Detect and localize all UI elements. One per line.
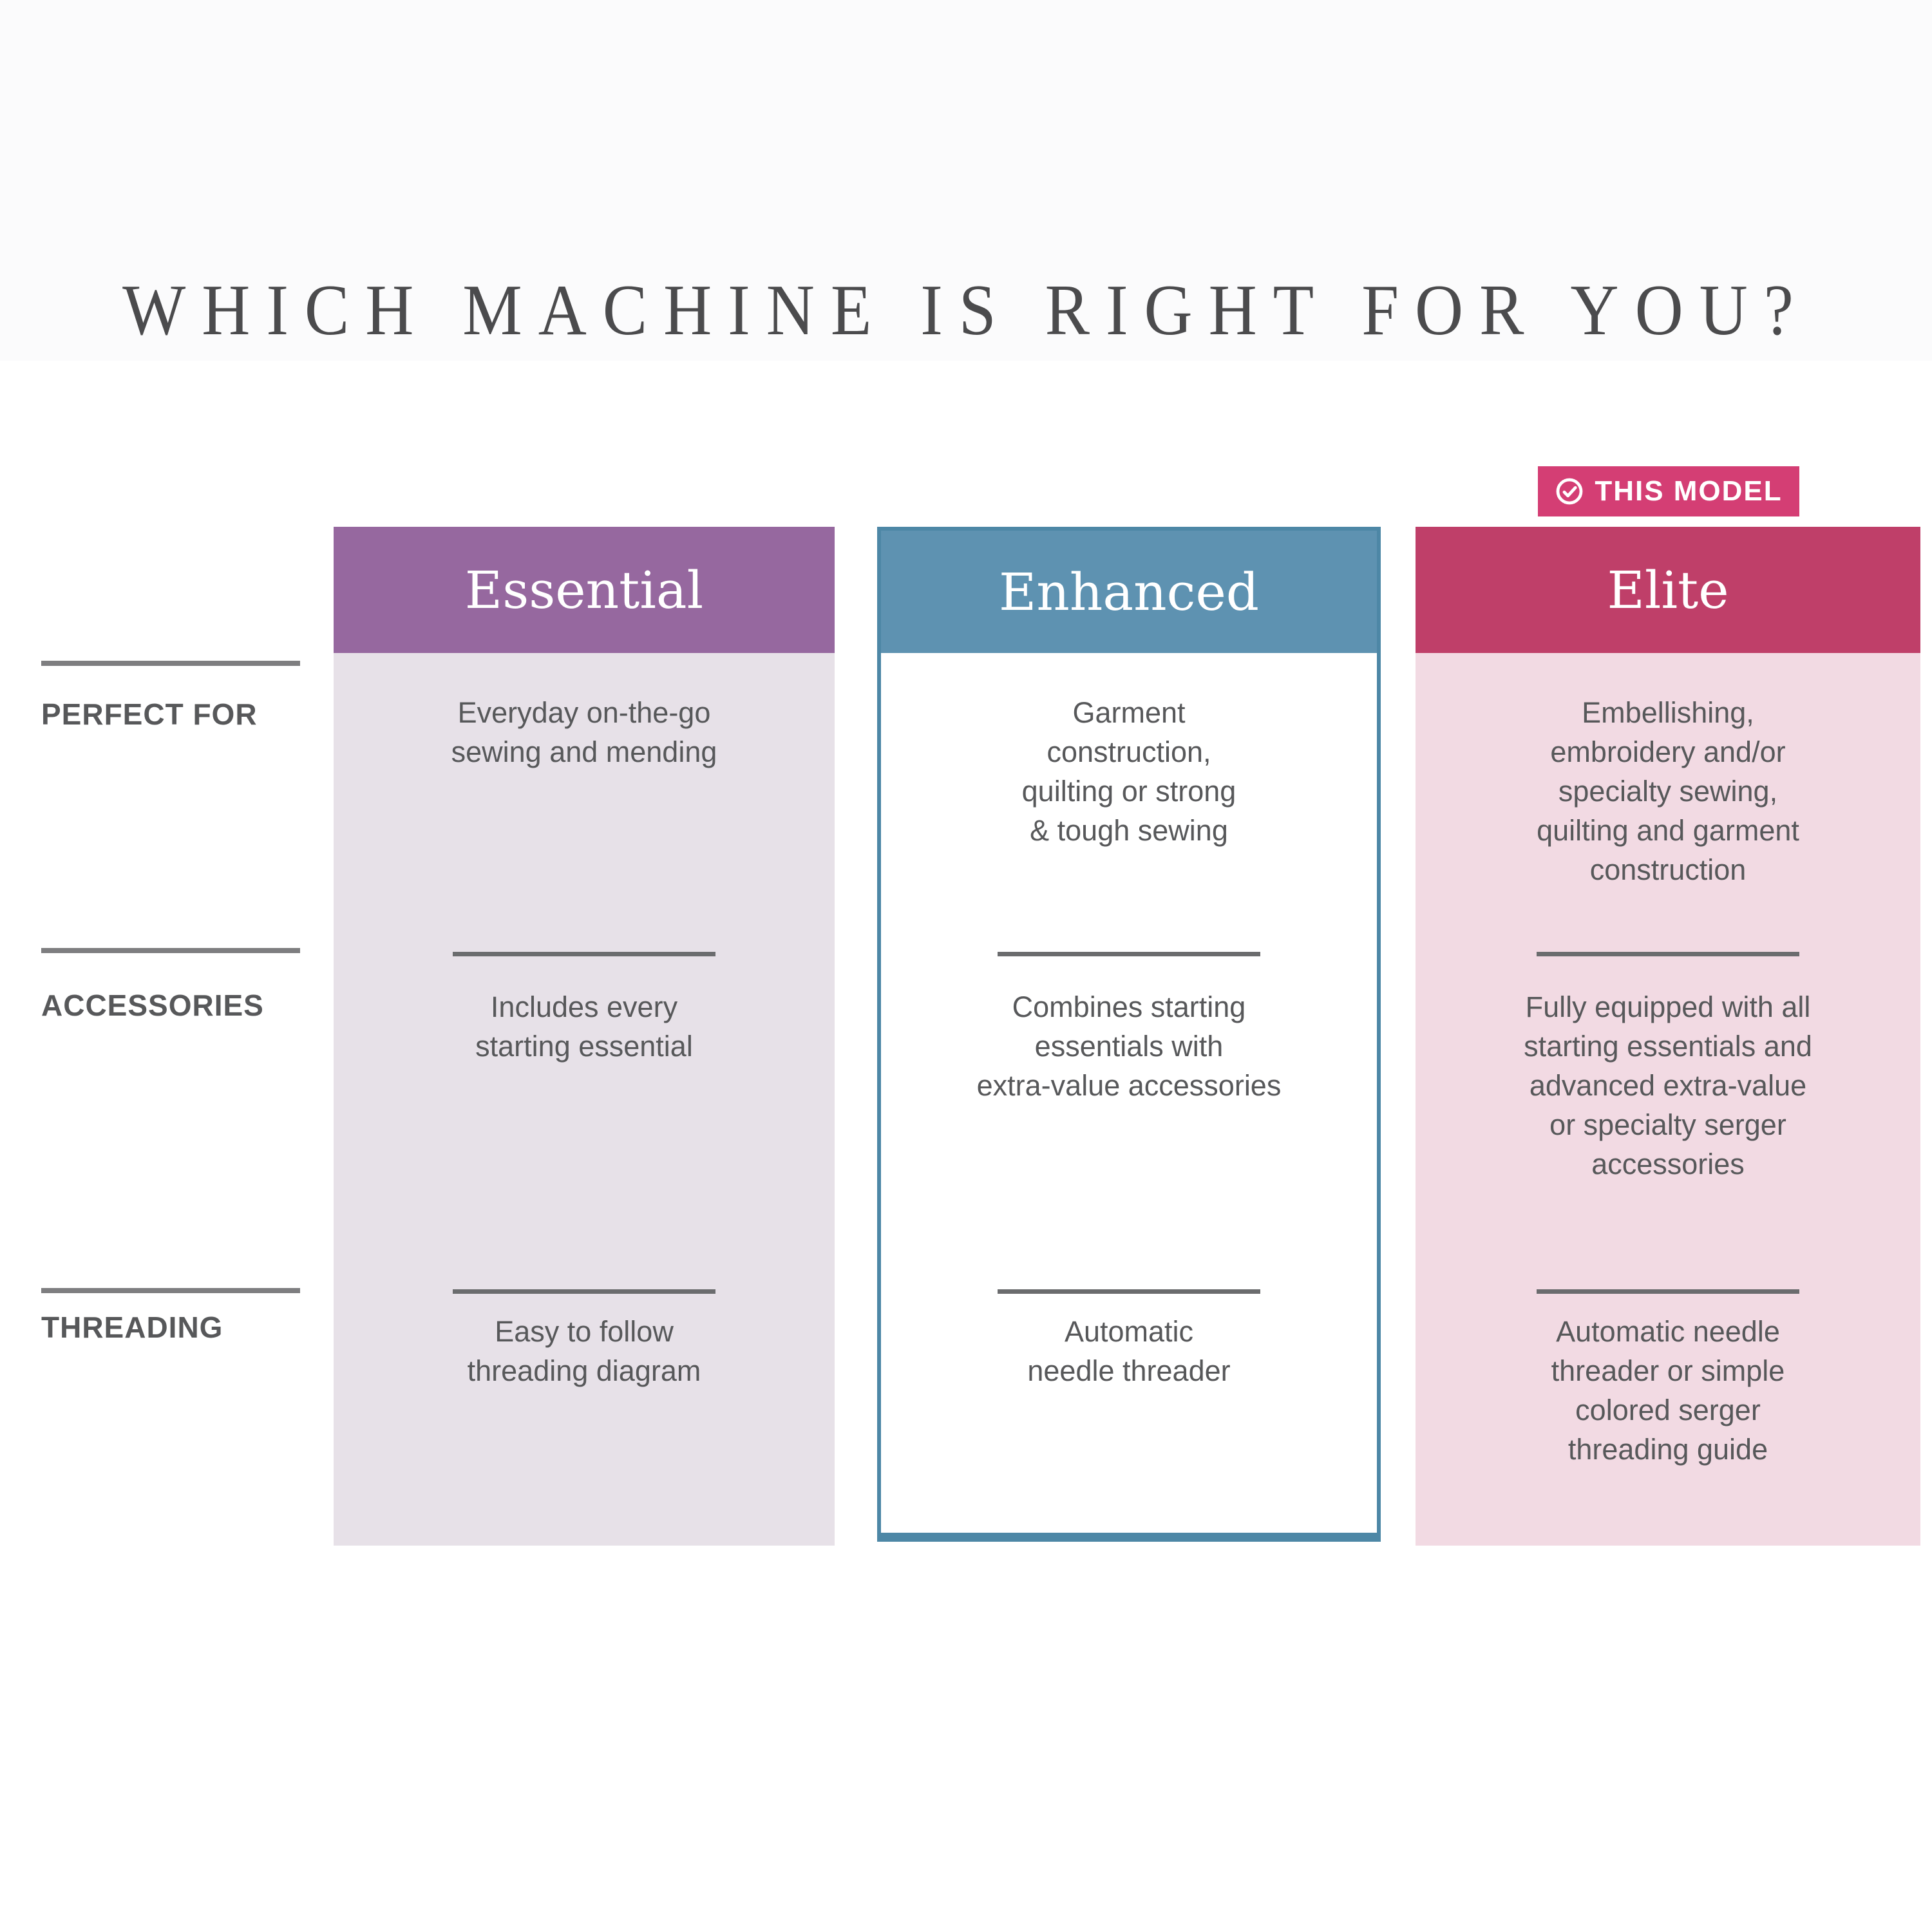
row-label-threading: THREADING bbox=[41, 1311, 223, 1344]
column-body-essential: Everyday on-the-go sewing and mending In… bbox=[334, 653, 835, 1546]
row-rule-accessories bbox=[41, 948, 300, 953]
column-title-essential: Essential bbox=[464, 560, 704, 620]
this-model-badge-label: THIS MODEL bbox=[1595, 475, 1783, 507]
enhanced-accessories: Combines starting essentials with extra-… bbox=[976, 990, 1282, 1102]
enhanced-cell-divider-1 bbox=[998, 952, 1260, 956]
enhanced-threading: Automatic needle threader bbox=[1027, 1315, 1231, 1387]
essential-cell-divider-1 bbox=[453, 952, 715, 956]
enhanced-cell-divider-2 bbox=[998, 1289, 1260, 1294]
enhanced-perfect-for: Garment construction, quilting or strong… bbox=[1021, 696, 1236, 847]
column-enhanced: Enhanced Garment construction, quilting … bbox=[877, 527, 1381, 1542]
essential-threading: Easy to follow threading diagram bbox=[467, 1315, 701, 1387]
row-rule-perfect-for bbox=[41, 661, 300, 666]
row-rule-threading bbox=[41, 1288, 300, 1293]
page-title: WHICH MACHINE IS RIGHT FOR YOU? bbox=[122, 270, 1810, 350]
check-circle-icon bbox=[1555, 477, 1584, 506]
column-title-elite: Elite bbox=[1607, 560, 1729, 620]
elite-threading: Automatic needle threader or simple colo… bbox=[1551, 1315, 1785, 1466]
row-label-perfect-for: PERFECT FOR bbox=[41, 697, 258, 731]
elite-perfect-for: Embellishing, embroidery and/or specialt… bbox=[1537, 696, 1799, 886]
essential-cell-divider-2 bbox=[453, 1289, 715, 1294]
elite-cell-divider-2 bbox=[1537, 1289, 1799, 1294]
column-body-enhanced: Garment construction, quilting or strong… bbox=[881, 653, 1377, 1533]
row-label-accessories: ACCESSORIES bbox=[41, 989, 264, 1022]
column-header-elite: Elite bbox=[1416, 527, 1920, 653]
column-body-elite: Embellishing, embroidery and/or specialt… bbox=[1416, 653, 1920, 1546]
column-elite: Elite Embellishing, embroidery and/or sp… bbox=[1416, 527, 1920, 1546]
column-title-enhanced: Enhanced bbox=[998, 562, 1260, 622]
elite-accessories: Fully equipped with all starting essenti… bbox=[1524, 990, 1812, 1180]
essential-accessories: Includes every starting essential bbox=[475, 990, 693, 1063]
background-band bbox=[0, 0, 1932, 361]
elite-cell-divider-1 bbox=[1537, 952, 1799, 956]
this-model-badge: THIS MODEL bbox=[1538, 466, 1799, 516]
column-essential: Essential Everyday on-the-go sewing and … bbox=[334, 527, 835, 1546]
essential-perfect-for: Everyday on-the-go sewing and mending bbox=[451, 696, 717, 768]
column-header-enhanced: Enhanced bbox=[881, 531, 1377, 653]
column-header-essential: Essential bbox=[334, 527, 835, 653]
